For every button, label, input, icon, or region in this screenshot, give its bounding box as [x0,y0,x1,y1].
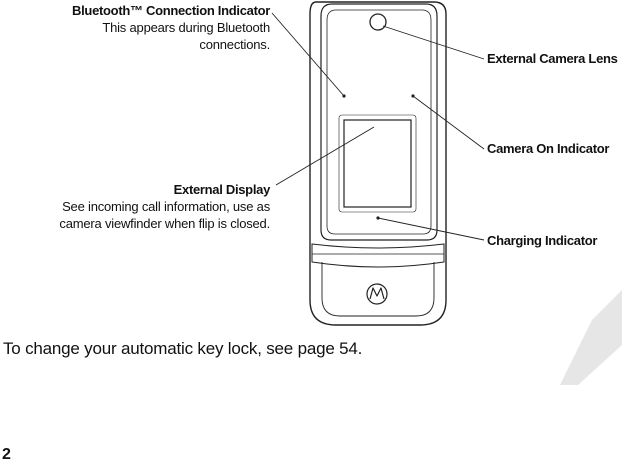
charging-callout: Charging Indicator [487,233,597,249]
body-paragraph: To change your automatic key lock, see p… [3,339,363,358]
external-display-bezel [338,114,417,213]
external-display-callout-desc-line1: See incoming call information, use as [62,199,270,214]
bluetooth-callout-desc-line1: This appears during Bluetooth [102,20,270,35]
bluetooth-callout: Bluetooth™ Connection Indicator This app… [0,3,270,53]
flip-inner-panel [326,9,432,235]
bluetooth-leader-line [271,12,345,97]
charging-callout-title: Charging Indicator [487,233,598,248]
external-display-screen [343,119,412,208]
camera-lens-callout: External Camera Lens [487,51,618,67]
charging-leader-line [377,217,485,241]
camera-on-callout-title: Camera On Indicator [487,141,610,156]
hinge-band [311,243,445,268]
display-leader-line [275,126,375,186]
page-number: 2 [2,446,11,463]
external-display-callout-title: External Display [173,182,271,197]
camera-lens-callout-title: External Camera Lens [487,51,618,66]
camera-on-leader-line [412,95,485,150]
external-display-callout-desc-line2: camera viewfinder when flip is closed. [59,216,270,231]
camera-lens-leader-line [382,25,485,60]
bluetooth-callout-title: Bluetooth™ Connection Indicator [72,3,270,18]
camera-lens-icon [369,13,387,31]
corner-watermark-stripe [560,290,622,385]
camera-on-callout: Camera On Indicator [487,141,609,157]
external-display-callout: External Display See incoming call infor… [0,182,270,232]
motorola-logo-icon [366,283,388,305]
lower-body-outline [321,262,435,317]
bluetooth-callout-desc-line2: connections. [199,37,270,52]
motorola-logo-mark [369,287,385,300]
